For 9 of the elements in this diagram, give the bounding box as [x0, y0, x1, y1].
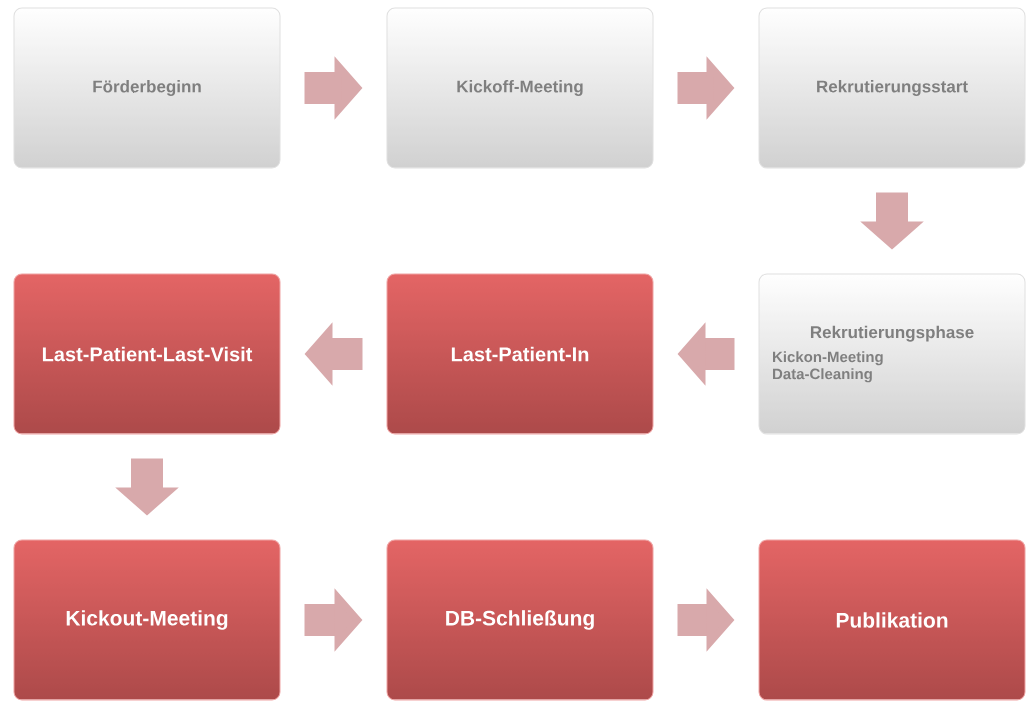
- process-box: Publikation: [758, 539, 1026, 701]
- process-box: DB-Schließung: [386, 539, 654, 701]
- process-box: Rekrutierungsphase Kickon-Meeting Data-Cleaning: [758, 273, 1026, 435]
- process-box: Förderbeginn: [13, 7, 281, 169]
- process-box: Rekrutierungsstart: [758, 7, 1026, 169]
- process-box: Kickout-Meeting: [13, 539, 281, 701]
- process-box: Last-Patient-Last-Visit: [13, 273, 281, 435]
- process-box: Kickoff-Meeting: [386, 7, 654, 169]
- process-box: Last-Patient-In: [386, 273, 654, 435]
